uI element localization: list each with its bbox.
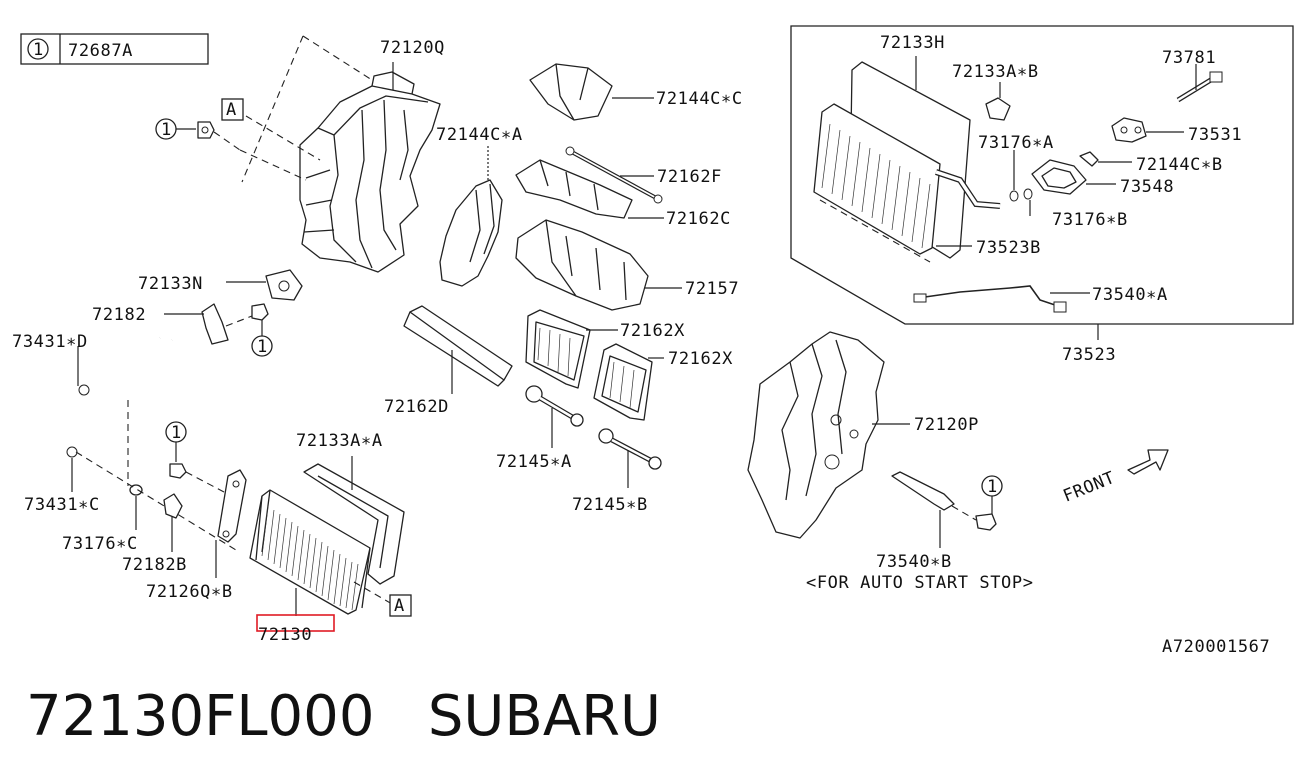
- product-footer: 72130FL000 SUBARU: [26, 682, 661, 752]
- sensor-73540-A: [913, 285, 1090, 313]
- pipe-evaporator: [935, 150, 1033, 216]
- callout-73548: 73548: [1120, 177, 1174, 197]
- pipe-73431: [55, 337, 174, 492]
- svg-text:A: A: [226, 100, 237, 120]
- svg-text:1: 1: [171, 423, 182, 443]
- svg-text:1: 1: [257, 337, 268, 357]
- front-direction-arrow: FRONT: [1060, 449, 1169, 507]
- block-73531: [1111, 117, 1184, 143]
- callout-72162X-1: 72162X: [620, 321, 685, 341]
- gasket-73548: [1031, 159, 1116, 195]
- seal-72133A-B: [985, 82, 1011, 121]
- pin-72145-A: [525, 385, 584, 448]
- legend-box: 1 72687A: [20, 33, 209, 65]
- reference-a-box-lower: A: [389, 594, 412, 617]
- brand-name: SUBARU: [427, 684, 662, 749]
- bracket-72182: 1: [164, 303, 273, 357]
- legend-part-number: 72687A: [68, 41, 133, 61]
- callout-72133A-A: 72133A∗A: [296, 431, 383, 451]
- pin-72145-B: [598, 428, 662, 488]
- screw-circle-1-mid: 1: [165, 421, 225, 493]
- heater-case-lower-part: [747, 331, 910, 539]
- callout-73781: 73781: [1162, 48, 1216, 68]
- callout-73176-B: 73176∗B: [1052, 210, 1128, 230]
- svg-text:1: 1: [987, 477, 998, 497]
- bracket-72144C-A: [439, 146, 503, 287]
- callout-72144C-B: 72144C∗B: [1136, 155, 1223, 175]
- seal-72133N: [226, 269, 303, 301]
- callout-72133N: 72133N: [138, 274, 203, 294]
- callout-72182B: 72182B: [122, 555, 187, 575]
- foam-pad-72144C-C: [529, 63, 654, 121]
- callout-72162C: 72162C: [666, 209, 731, 229]
- clip-72182B: [163, 493, 183, 552]
- sensor-73540-B: 1: [891, 471, 1003, 548]
- callout-72182: 72182: [92, 305, 146, 325]
- auto-start-stop-note: <FOR AUTO START STOP>: [806, 573, 1034, 593]
- gasket-72126Q-B: [215, 469, 247, 578]
- callout-72126Q-B: 72126Q∗B: [146, 582, 233, 602]
- reference-a-box-upper: A: [221, 98, 244, 121]
- callout-73523: 73523: [1062, 345, 1116, 365]
- callout-72145-B: 72145∗B: [572, 495, 648, 515]
- heater-core-72130: [249, 489, 393, 616]
- svg-text:A: A: [394, 596, 405, 616]
- callout-72162X-2: 72162X: [668, 349, 733, 369]
- bolt-73781: [1176, 64, 1223, 103]
- diagram-code: A720001567: [1162, 637, 1270, 657]
- damper-link-72162C: [515, 159, 664, 219]
- callout-72157: 72157: [685, 279, 739, 299]
- pad-72144C-B: [1079, 151, 1132, 167]
- rod-72162F: [565, 146, 663, 204]
- callout-72133A-B: 72133A∗B: [952, 62, 1039, 82]
- strip-72162D: [403, 305, 513, 394]
- callout-72144C-C: 72144C∗C: [656, 89, 743, 109]
- callout-73540-A: 73540∗A: [1092, 285, 1168, 305]
- callout-72130: 72130: [258, 625, 312, 645]
- callout-72120P: 72120P: [914, 415, 979, 435]
- part-code: 72130FL000: [26, 684, 375, 749]
- filter-72162X-2: [593, 343, 664, 421]
- callout-72133H: 72133H: [880, 33, 945, 53]
- callout-72120Q: 72120Q: [380, 38, 445, 58]
- callout-73540-B: 73540∗B: [876, 552, 952, 572]
- legend-circle-number: 1: [33, 40, 44, 60]
- callout-72145-A: 72145∗A: [496, 452, 572, 472]
- evaporator-inset-box: [790, 25, 1294, 340]
- callout-73431-D: 73431∗D: [12, 332, 88, 352]
- highlight-box-72130: [256, 614, 335, 632]
- front-label: FRONT: [1060, 468, 1118, 507]
- callout-72162F: 72162F: [657, 167, 722, 187]
- callout-73523B: 73523B: [976, 238, 1041, 258]
- callout-73431-C: 73431∗C: [24, 495, 100, 515]
- seal-frame-72133A-A: [303, 456, 405, 585]
- damper-72157: [515, 219, 682, 311]
- screw-circle-1-upper: 1: [155, 118, 215, 140]
- evaporator-72133H: [813, 56, 972, 263]
- callout-72144C-A: 72144C∗A: [436, 125, 523, 145]
- callout-73176-C: 73176∗C: [62, 534, 138, 554]
- heater-case-upper-part: [299, 71, 441, 273]
- callout-73531: 73531: [1188, 125, 1242, 145]
- filter-72162X-1: [525, 309, 618, 389]
- svg-text:1: 1: [161, 120, 172, 140]
- oring-73176-C: [129, 484, 143, 530]
- callout-73176-A: 73176∗A: [978, 133, 1054, 153]
- callout-72162D: 72162D: [384, 397, 449, 417]
